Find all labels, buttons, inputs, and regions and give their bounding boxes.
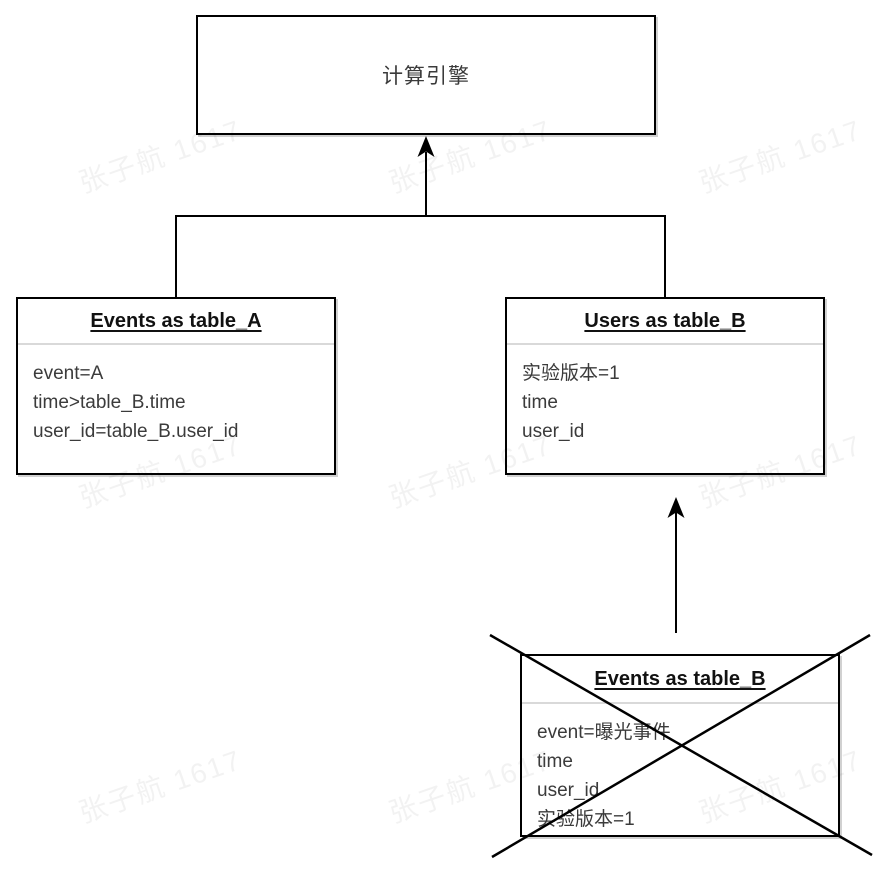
watermark-text: 张子航 1617 xyxy=(695,114,866,199)
field-row: time>table_B.time xyxy=(33,392,186,413)
field-row: user_id xyxy=(522,421,585,442)
node-events-table-a: Events as table_A event=A time>table_B.t… xyxy=(16,297,336,475)
node-users-table-b-title: Users as table_B xyxy=(507,299,823,345)
node-users-table-b-fields: 实验版本=1 time user_id xyxy=(507,345,823,446)
node-events-table-a-fields: event=A time>table_B.time user_id=table_… xyxy=(18,345,334,446)
watermark-text: 张子航 1617 xyxy=(75,744,246,829)
field-row: time xyxy=(537,751,573,772)
node-users-table-b: Users as table_B 实验版本=1 time user_id xyxy=(505,297,825,475)
node-compute-engine-title: 计算引擎 xyxy=(382,65,470,88)
node-events-table-b-rejected: Events as table_B event=曝光事件 time user_i… xyxy=(520,654,840,837)
field-row: 实验版本=1 xyxy=(522,363,620,384)
field-row: time xyxy=(522,392,558,413)
arrow-events-to-users-head xyxy=(667,497,685,518)
node-events-table-b-fields: event=曝光事件 time user_id 实验版本=1 xyxy=(522,704,838,834)
field-row: event=曝光事件 xyxy=(537,722,671,743)
node-events-table-a-title: Events as table_A xyxy=(18,299,334,345)
field-row: event=A xyxy=(33,363,104,384)
tree-connector-line xyxy=(175,215,666,297)
field-row: user_id xyxy=(537,780,600,801)
field-row: 实验版本=1 xyxy=(537,809,635,830)
arrow-to-engine-head xyxy=(417,136,435,157)
field-row: user_id=table_B.user_id xyxy=(33,421,239,442)
node-events-table-b-title: Events as table_B xyxy=(522,656,838,704)
node-compute-engine: 计算引擎 xyxy=(196,15,656,135)
